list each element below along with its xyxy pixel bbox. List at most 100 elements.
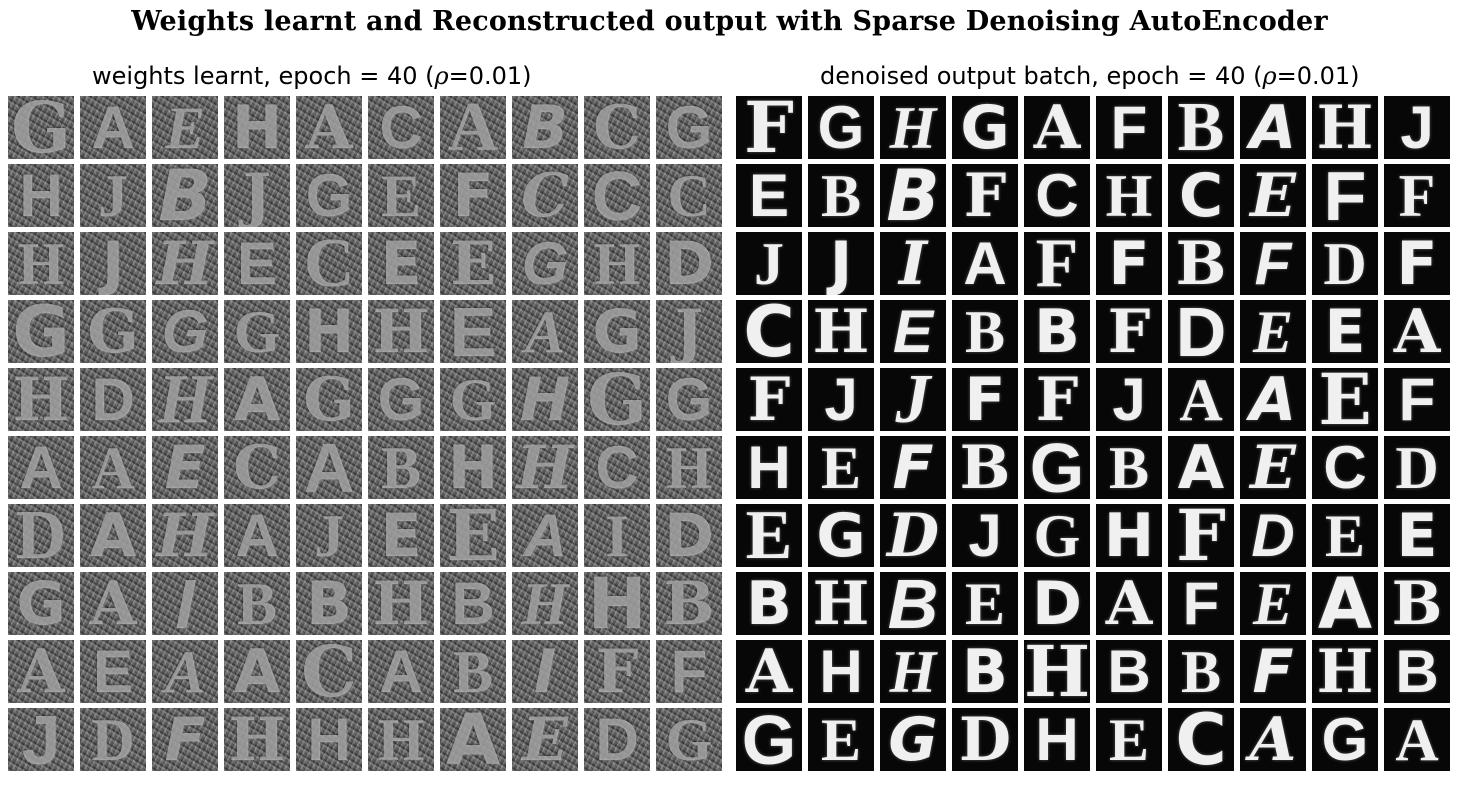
output-tile: F bbox=[1384, 232, 1450, 295]
output-tile: C bbox=[1024, 164, 1090, 227]
weight-tile: C bbox=[296, 232, 362, 295]
output-tile: F bbox=[1096, 96, 1162, 159]
output-tile: H bbox=[1024, 708, 1090, 771]
output-tile: A bbox=[1384, 708, 1450, 771]
output-tile: A bbox=[736, 640, 802, 703]
weight-tile: A bbox=[80, 572, 146, 635]
output-tile: E bbox=[736, 164, 802, 227]
output-tile: F bbox=[1024, 232, 1090, 295]
output-tile: G bbox=[808, 96, 874, 159]
weight-tile: H bbox=[368, 708, 434, 771]
weight-tile: A bbox=[8, 640, 74, 703]
output-tile: J bbox=[952, 504, 1018, 567]
weight-tile: H bbox=[152, 504, 218, 567]
output-tile: E bbox=[1384, 504, 1450, 567]
output-tile: D bbox=[1240, 504, 1306, 567]
output-tile: F bbox=[1240, 640, 1306, 703]
output-tile: A bbox=[1168, 368, 1234, 431]
weight-tile: B bbox=[512, 96, 578, 159]
weight-tile: E bbox=[80, 640, 146, 703]
weight-tile: B bbox=[224, 572, 290, 635]
weight-tile: H bbox=[368, 572, 434, 635]
weight-tile: A bbox=[80, 96, 146, 159]
output-tile: A bbox=[1168, 436, 1234, 499]
output-tile: F bbox=[736, 96, 802, 159]
weight-tile: B bbox=[656, 572, 722, 635]
weight-tile: A bbox=[80, 436, 146, 499]
output-tile: F bbox=[1096, 300, 1162, 363]
weight-tile: I bbox=[512, 640, 578, 703]
weight-tile: A bbox=[512, 300, 578, 363]
output-tile: E bbox=[1240, 300, 1306, 363]
weight-tile: J bbox=[224, 164, 290, 227]
output-tile: J bbox=[736, 232, 802, 295]
weight-tile: B bbox=[440, 640, 506, 703]
weight-tile: G bbox=[440, 368, 506, 431]
weight-tile: B bbox=[296, 572, 362, 635]
output-tile: A bbox=[1312, 572, 1378, 635]
output-tile: G bbox=[1024, 436, 1090, 499]
output-tile: G bbox=[808, 504, 874, 567]
weight-tile: A bbox=[224, 504, 290, 567]
output-tile: A bbox=[1096, 572, 1162, 635]
weight-tile: H bbox=[656, 436, 722, 499]
weight-tile: H bbox=[584, 572, 650, 635]
output-tile: G bbox=[880, 708, 946, 771]
output-tile: B bbox=[880, 572, 946, 635]
weight-tile: D bbox=[656, 504, 722, 567]
weight-tile: A bbox=[224, 640, 290, 703]
output-tile: H bbox=[808, 300, 874, 363]
weight-tile: D bbox=[80, 708, 146, 771]
output-tile: H bbox=[1024, 640, 1090, 703]
weight-tile: I bbox=[152, 572, 218, 635]
weight-tile: E bbox=[152, 436, 218, 499]
weight-tile: A bbox=[512, 504, 578, 567]
weight-tile: G bbox=[656, 368, 722, 431]
weight-tile: A bbox=[368, 640, 434, 703]
weight-tile: G bbox=[8, 96, 74, 159]
output-tile: B bbox=[808, 164, 874, 227]
output-tile: E bbox=[736, 504, 802, 567]
weight-tile: G bbox=[656, 708, 722, 771]
weight-tile: C bbox=[224, 436, 290, 499]
weight-tile: H bbox=[296, 300, 362, 363]
output-tile: H bbox=[1312, 640, 1378, 703]
output-tile: E bbox=[808, 436, 874, 499]
weight-tile: H bbox=[224, 96, 290, 159]
output-tile: E bbox=[880, 300, 946, 363]
weight-tile: B bbox=[152, 164, 218, 227]
weight-tile: G bbox=[224, 300, 290, 363]
weight-tile: E bbox=[512, 708, 578, 771]
output-tile: C bbox=[1168, 708, 1234, 771]
figure-title: Weights learnt and Reconstructed output … bbox=[131, 6, 1328, 37]
output-tile: G bbox=[1024, 504, 1090, 567]
output-tile: E bbox=[1240, 436, 1306, 499]
output-tile: C bbox=[1168, 164, 1234, 227]
weight-tile: D bbox=[656, 232, 722, 295]
weight-tile: H bbox=[512, 368, 578, 431]
output-tile: B bbox=[1024, 300, 1090, 363]
output-tile: E bbox=[1312, 368, 1378, 431]
weight-tile: C bbox=[512, 164, 578, 227]
weight-tile: B bbox=[440, 572, 506, 635]
weight-tile: J bbox=[80, 164, 146, 227]
output-tile: B bbox=[736, 572, 802, 635]
weight-tile: G bbox=[152, 300, 218, 363]
output-tile: F bbox=[1024, 368, 1090, 431]
weights-title-rho: ρ bbox=[434, 62, 449, 90]
weight-tile: G bbox=[80, 300, 146, 363]
output-tile: G bbox=[736, 708, 802, 771]
output-tile: B bbox=[952, 436, 1018, 499]
output-tile: A bbox=[1384, 300, 1450, 363]
weights-panel-title: weights learnt, epoch = 40 (ρ=0.01) bbox=[92, 62, 532, 90]
output-tile: J bbox=[1384, 96, 1450, 159]
weight-tile: J bbox=[296, 504, 362, 567]
weight-tile: H bbox=[296, 708, 362, 771]
weight-tile: G bbox=[512, 232, 578, 295]
weight-tile: I bbox=[584, 504, 650, 567]
output-tile: F bbox=[1240, 232, 1306, 295]
weight-tile: G bbox=[656, 96, 722, 159]
weight-tile: H bbox=[152, 368, 218, 431]
output-tile: A bbox=[952, 232, 1018, 295]
